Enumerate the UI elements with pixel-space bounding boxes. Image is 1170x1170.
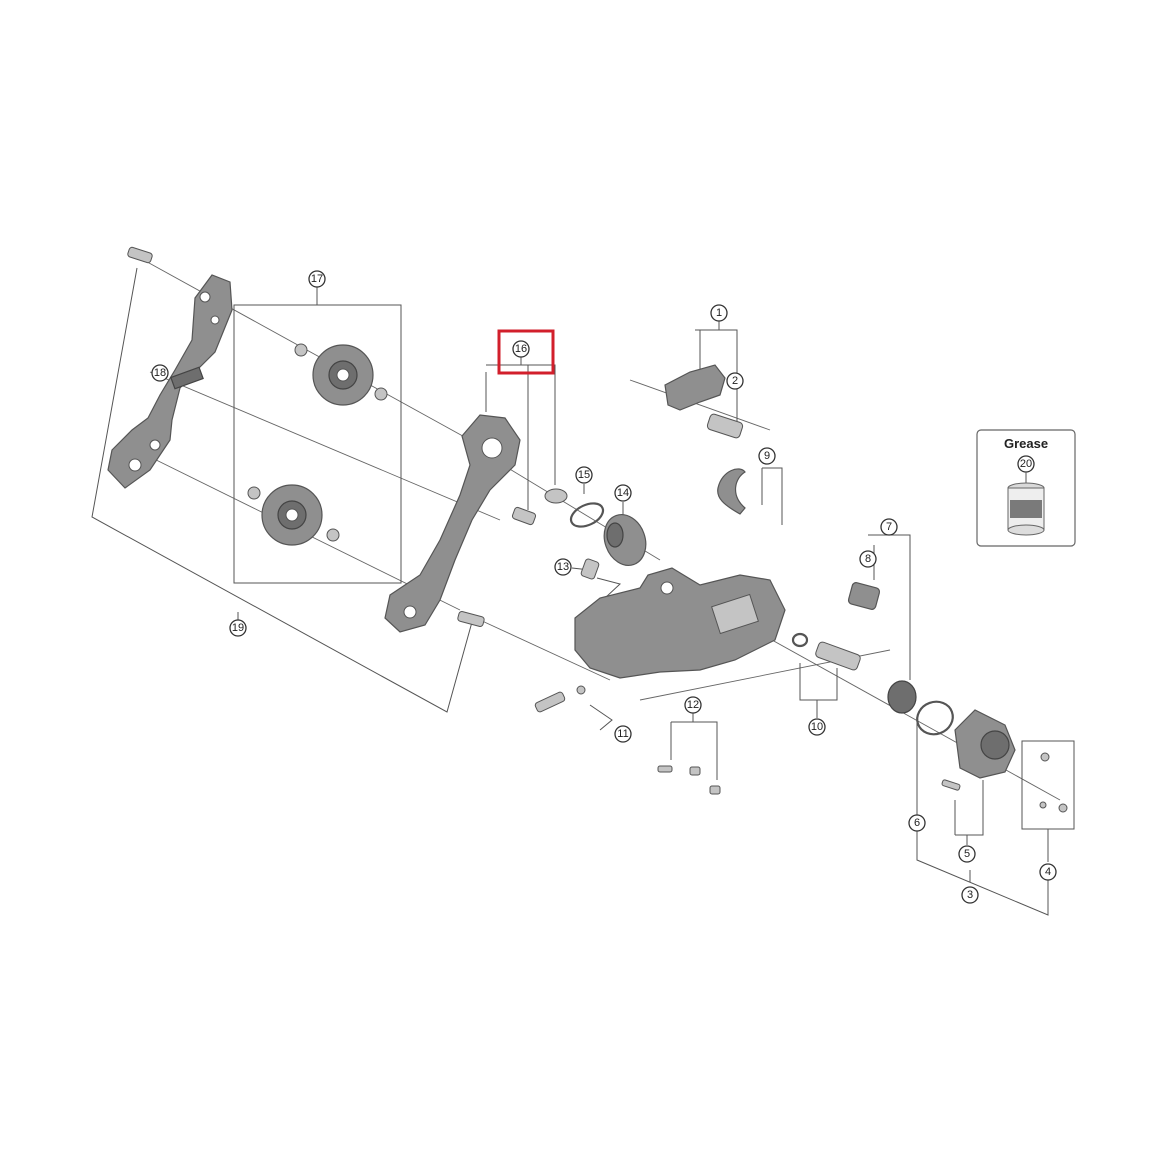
svg-text:1: 1 [716,307,722,319]
svg-text:2: 2 [732,375,738,387]
svg-text:16: 16 [515,343,527,355]
svg-text:11: 11 [617,728,628,740]
svg-text:5: 5 [964,848,970,860]
tension-pulley [247,484,340,546]
callout-19: 19 [229,619,247,637]
svg-text:10: 10 [811,721,823,733]
group-brackets [91,267,1075,916]
outer-cage-plate [107,274,233,489]
callout-12: 12 [684,696,702,714]
svg-text:3: 3 [967,889,973,901]
svg-text:19: 19 [232,622,244,634]
cage-bolt-upper [127,246,153,264]
grease-jar-icon [1007,482,1045,536]
callout-14: 14 [614,484,632,502]
svg-text:13: 13 [557,561,569,573]
svg-text:12: 12 [687,699,699,711]
svg-text:18: 18 [154,367,166,379]
callout-18: 18 [151,364,169,382]
callout-2: 2 [726,372,744,390]
svg-text:15: 15 [578,469,590,481]
callout-11: 11 [614,725,632,743]
svg-text:9: 9 [764,450,770,462]
guide-pulley [294,343,388,406]
callout-1: 1 [710,304,728,322]
inner-cage-plate [384,414,521,633]
svg-text:7: 7 [886,521,892,533]
callout-15: 15 [575,466,593,484]
callout-4: 4 [1039,863,1057,881]
callout-16-highlight-box [497,329,555,375]
callout-6: 6 [908,814,926,832]
svg-text:20: 20 [1020,458,1032,470]
callout-20: 20 [1017,455,1035,473]
callout-9: 9 [758,447,776,465]
svg-text:6: 6 [914,817,920,829]
callout-5: 5 [958,845,976,863]
b-knuckle-unit [664,364,744,439]
callout-3: 3 [961,886,979,904]
svg-text:8: 8 [865,553,871,565]
callout-17: 17 [308,270,326,288]
svg-text:14: 14 [617,487,629,499]
svg-text:4: 4 [1045,866,1051,878]
callout-7: 7 [880,518,898,536]
svg-text:17: 17 [311,273,323,285]
callout-8: 8 [859,550,877,568]
grease-inset: Grease 20 [976,429,1076,547]
derailleur-body [574,567,786,679]
grease-title: Grease [1004,436,1048,451]
callout-13: 13 [554,558,572,576]
callout-10: 10 [808,718,826,736]
part-shapes [107,246,1068,813]
tension-spring [603,514,647,566]
cable-guide [717,468,746,515]
callout-16: 16 [512,340,530,358]
